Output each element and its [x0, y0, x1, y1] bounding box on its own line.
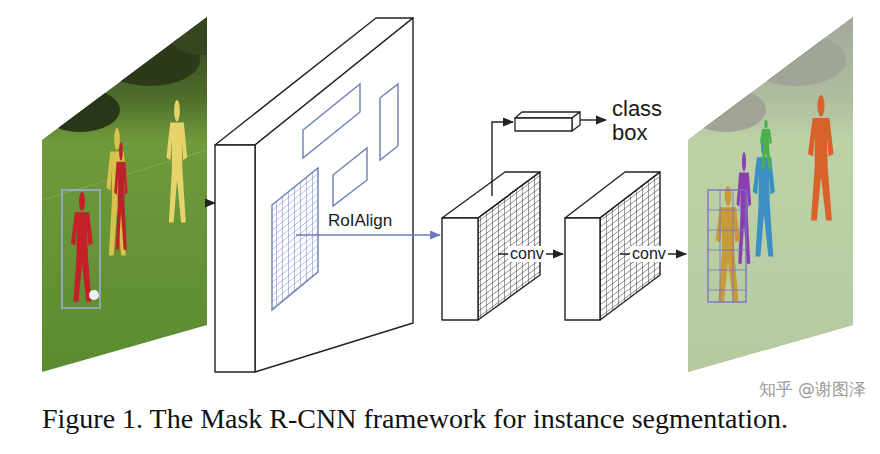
output-photo — [708, 190, 746, 302]
input-photo — [106, 128, 127, 255]
input-photo — [71, 192, 93, 302]
output-photo — [716, 186, 740, 302]
mask-feature — [565, 218, 600, 320]
roi-boxes — [303, 84, 360, 158]
input-photo — [166, 100, 187, 223]
output-photo — [686, 15, 856, 375]
output-photo — [760, 120, 772, 169]
feature-map — [215, 18, 413, 372]
input-photo — [40, 15, 210, 375]
fc-head — [515, 112, 580, 131]
feature-map — [255, 18, 413, 372]
input-photo — [40, 88, 120, 132]
input-photo — [170, 15, 230, 55]
output-photo — [737, 152, 752, 264]
input-photo — [62, 190, 100, 308]
operation-label: conv — [630, 246, 668, 262]
fc-head — [515, 112, 580, 118]
roi-boxes — [272, 84, 398, 310]
operation-label: RoIAlign — [326, 212, 394, 229]
output-photo — [686, 15, 856, 375]
output-photo — [708, 190, 746, 302]
fc-head — [515, 118, 572, 131]
input-photo — [114, 142, 127, 250]
feature-map — [215, 145, 255, 372]
roi-boxes — [380, 84, 398, 160]
head-arrow — [492, 122, 513, 196]
output-label: class box — [612, 97, 662, 145]
output-photo — [686, 15, 856, 375]
roi-boxes — [272, 168, 318, 310]
roialign-arrow — [296, 234, 440, 235]
flow-arrow — [207, 202, 215, 203]
roi-boxes — [333, 148, 367, 206]
watermark: 知乎 @谢图泽 — [759, 378, 866, 401]
input-photo — [89, 290, 99, 300]
fc-head — [572, 112, 580, 131]
head-arrow — [580, 119, 606, 120]
roi-feature — [442, 218, 478, 320]
input-photo — [40, 15, 230, 375]
operation-label: conv — [508, 246, 546, 262]
output-photo — [808, 95, 834, 220]
figure-caption: Figure 1. The Mask R-CNN framework for i… — [42, 404, 788, 435]
